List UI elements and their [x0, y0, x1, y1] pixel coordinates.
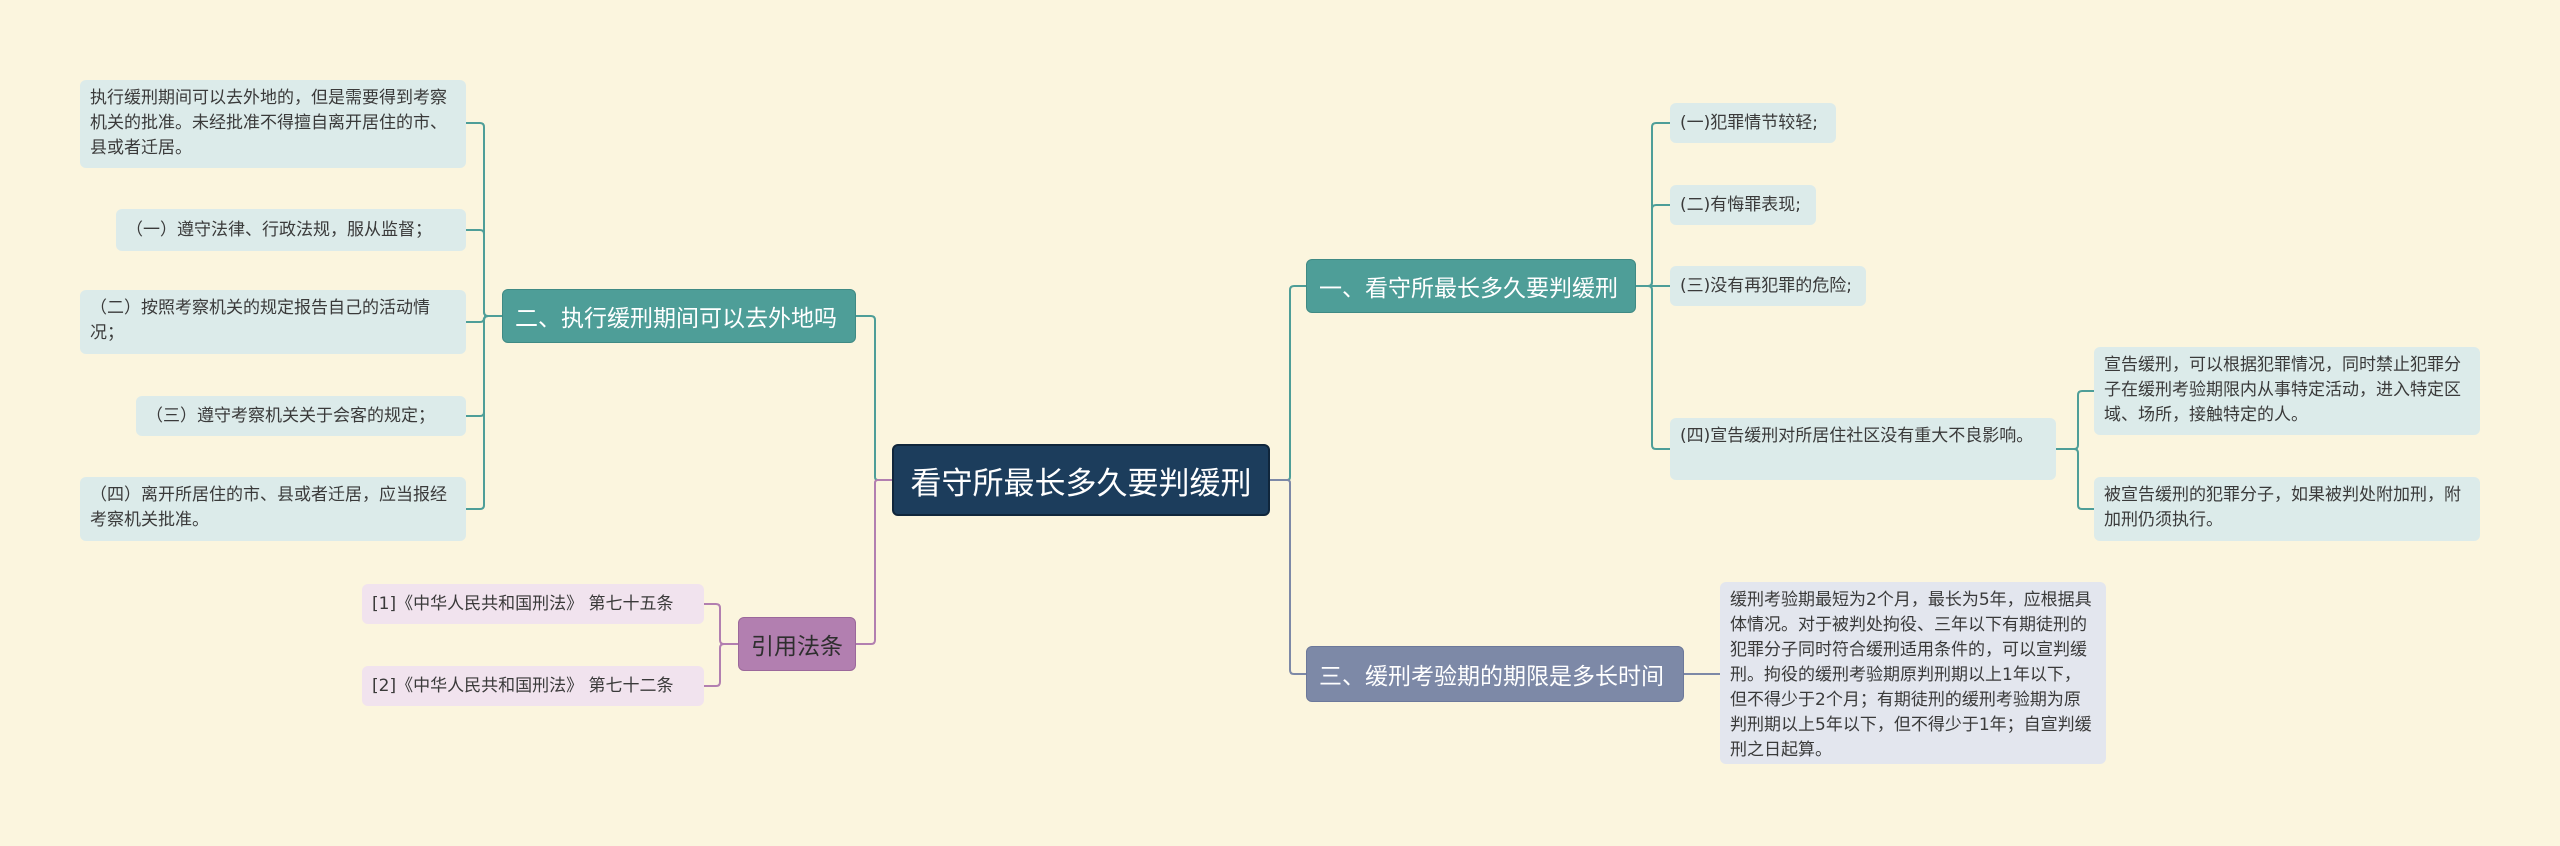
- leaf-text: (二)有悔罪表现;: [1680, 194, 1801, 215]
- leaf-text: 缓刑考验期最短为2个月，最长为5年，应根据具体情况。对于被判处拘役、三年以下有期…: [1730, 590, 2092, 760]
- leaf-node[interactable]: 缓刑考验期最短为2个月，最长为5年，应根据具体情况。对于被判处拘役、三年以下有期…: [1720, 582, 2106, 764]
- branch-node-1[interactable]: 一、看守所最长多久要判缓刑: [1306, 259, 1636, 313]
- leaf-node[interactable]: [1]《中华人民共和国刑法》 第七十五条: [362, 584, 704, 624]
- leaf-node[interactable]: （三）遵守考察机关关于会客的规定；: [136, 396, 466, 436]
- link-i4-s2: [2056, 448, 2094, 510]
- leaf-node[interactable]: (一)犯罪情节较轻;: [1670, 103, 1836, 143]
- branch-node-3[interactable]: 三、缓刑考验期的期限是多长时间: [1306, 646, 1684, 702]
- leaf-text: （一）遵守法律、行政法规，服从监督；: [126, 219, 432, 240]
- branch-node-4[interactable]: 引用法条: [738, 617, 856, 671]
- link-root-branch2: [856, 315, 892, 481]
- leaf-text: （二）按照考察机关的规定报告自己的活动情况；: [90, 298, 430, 343]
- leaf-node[interactable]: （一）遵守法律、行政法规，服从监督；: [116, 209, 466, 251]
- leaf-node[interactable]: （四）离开所居住的市、县或者迁居，应当报经考察机关批准。: [80, 477, 466, 541]
- link-b2-i5: [466, 315, 502, 510]
- leaf-text: (一)犯罪情节较轻;: [1680, 112, 1818, 133]
- leaf-node[interactable]: 被宣告缓刑的犯罪分子，如果被判处附加刑，附加刑仍须执行。: [2094, 477, 2480, 541]
- branch-label: 一、看守所最长多久要判缓刑: [1319, 276, 1618, 302]
- leaf-node[interactable]: 宣告缓刑，可以根据犯罪情况，同时禁止犯罪分子在缓刑考验期限内从事特定活动，进入特…: [2094, 347, 2480, 435]
- leaf-node[interactable]: (三)没有再犯罪的危险;: [1670, 266, 1866, 306]
- branch-label: 引用法条: [751, 634, 843, 660]
- link-i4-s1: [2056, 390, 2094, 450]
- leaf-text: （四）离开所居住的市、县或者迁居，应当报经考察机关批准。: [90, 485, 447, 530]
- link-b2-i2: [466, 229, 502, 317]
- leaf-text: [2]《中华人民共和国刑法》 第七十二条: [372, 675, 674, 696]
- leaf-node[interactable]: 执行缓刑期间可以去外地的，但是需要得到考察机关的批准。未经批准不得擅自离开居住的…: [80, 80, 466, 168]
- leaf-text: (四)宣告缓刑对所居住社区没有重大不良影响。: [1680, 426, 2034, 446]
- branch-label: 三、缓刑考验期的期限是多长时间: [1319, 664, 1664, 690]
- leaf-text: 宣告缓刑，可以根据犯罪情况，同时禁止犯罪分子在缓刑考验期限内从事特定活动，进入特…: [2104, 355, 2461, 425]
- leaf-text: 执行缓刑期间可以去外地的，但是需要得到考察机关的批准。未经批准不得擅自离开居住的…: [90, 88, 447, 158]
- link-root-branch3: [1270, 479, 1306, 675]
- leaf-node[interactable]: (四)宣告缓刑对所居住社区没有重大不良影响。: [1670, 418, 2056, 480]
- link-b1-i4: [1636, 285, 1670, 450]
- branch-node-2[interactable]: 二、执行缓刑期间可以去外地吗: [502, 289, 856, 343]
- leaf-text: [1]《中华人民共和国刑法》 第七十五条: [372, 593, 674, 614]
- root-node[interactable]: 看守所最长多久要判缓刑: [892, 444, 1270, 516]
- link-root-branch1: [1270, 285, 1306, 481]
- branch-label: 二、执行缓刑期间可以去外地吗: [515, 306, 837, 332]
- link-b4-i2: [704, 643, 738, 687]
- link-b1-i2: [1636, 204, 1670, 287]
- link-b4-i1: [704, 603, 738, 645]
- leaf-node[interactable]: (二)有悔罪表现;: [1670, 185, 1816, 225]
- leaf-node[interactable]: （二）按照考察机关的规定报告自己的活动情况；: [80, 290, 466, 354]
- leaf-text: 被宣告缓刑的犯罪分子，如果被判处附加刑，附加刑仍须执行。: [2104, 485, 2461, 530]
- leaf-text: (三)没有再犯罪的危险;: [1680, 275, 1852, 296]
- leaf-node[interactable]: [2]《中华人民共和国刑法》 第七十二条: [362, 666, 704, 706]
- leaf-text: （三）遵守考察机关关于会客的规定；: [146, 405, 435, 426]
- link-root-branch4: [856, 479, 892, 645]
- root-label: 看守所最长多久要判缓刑: [910, 465, 1252, 502]
